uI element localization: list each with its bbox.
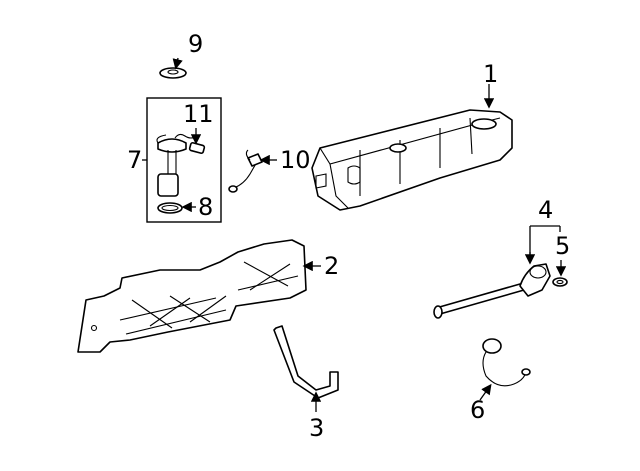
callout-2: 2 — [324, 252, 339, 280]
fuel-cap-part-6 — [482, 338, 531, 387]
leader-6 — [479, 383, 492, 401]
filler-pipe-part-4 — [433, 263, 551, 319]
callout-4: 4 — [538, 196, 553, 224]
fuel-tank-part-1 — [311, 109, 513, 211]
leader-9 — [172, 57, 183, 70]
sender-wire-part-10 — [228, 149, 263, 193]
gasket-part-9 — [159, 67, 187, 79]
callout-11: 11 — [183, 100, 214, 128]
callout-6: 6 — [470, 396, 485, 424]
strap-part-3 — [273, 325, 339, 399]
callout-5: 5 — [555, 232, 570, 260]
callout-3: 3 — [309, 414, 324, 442]
callout-7: 7 — [127, 146, 142, 174]
gasket-part-5 — [552, 277, 568, 287]
callout-8: 8 — [198, 193, 213, 221]
shield-part-2 — [77, 239, 307, 353]
callout-9: 9 — [188, 30, 203, 58]
callout-1: 1 — [483, 60, 498, 88]
callout-10: 10 — [280, 146, 311, 174]
